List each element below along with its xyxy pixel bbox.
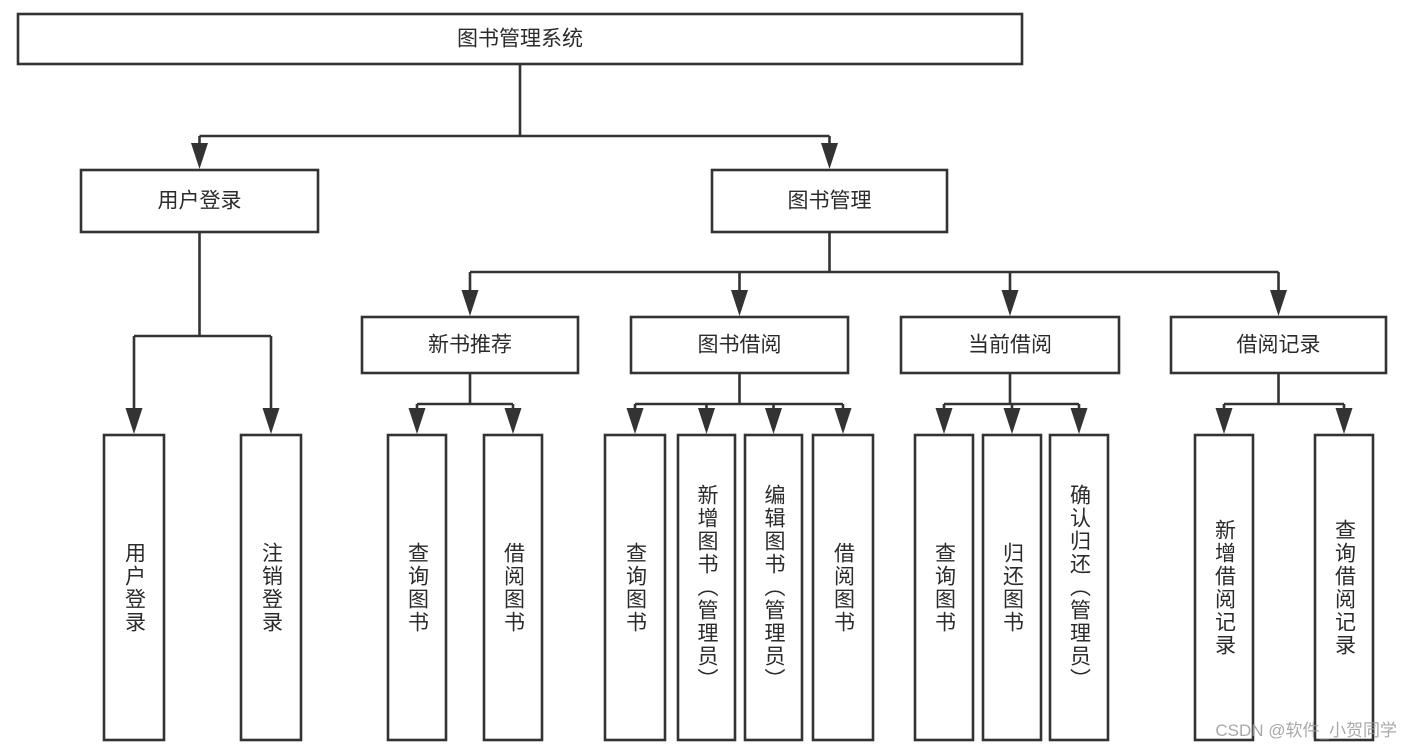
node-box-user-login[interactable] xyxy=(79,168,320,234)
node-label-leaf-query-book-1: 查询图书 xyxy=(405,541,429,634)
node-cell-leaf-add-book[interactable]: 新增图书（管理员） xyxy=(678,435,735,740)
node-label-leaf-add-book: 新增图书（管理员） xyxy=(695,484,718,691)
connector-group-book-manage xyxy=(461,232,1287,316)
node-label-leaf-borrow-book-1: 借阅图书 xyxy=(501,541,525,634)
connector-group-current-borrow xyxy=(935,373,1088,434)
node-box-root[interactable] xyxy=(16,12,1024,66)
node-box-layer xyxy=(16,12,1388,742)
connector-group-new-book-rec xyxy=(408,373,522,434)
node-box-leaf-confirm-return[interactable] xyxy=(1048,433,1110,742)
node-label-new-book-rec: 新书推荐 xyxy=(428,334,512,357)
node-box-leaf-user-login[interactable] xyxy=(102,433,166,742)
node-cell-leaf-borrow-book-2[interactable]: 借阅图书 xyxy=(813,435,873,740)
node-cell-leaf-user-login[interactable]: 用户登录 xyxy=(104,435,164,740)
connector-layer xyxy=(125,64,1353,434)
node-label-borrow-record: 借阅记录 xyxy=(1237,334,1321,357)
node-cell-leaf-query-book-1[interactable]: 查询图书 xyxy=(388,435,446,740)
node-cell-leaf-return-book[interactable]: 归还图书 xyxy=(983,435,1041,740)
node-box-current-borrow[interactable] xyxy=(899,315,1121,375)
node-label-user-login: 用户登录 xyxy=(158,190,242,213)
csdn-watermark: CSDN @软件_小贺同学 xyxy=(1215,721,1397,740)
node-label-leaf-user-logout: 注销登录 xyxy=(259,541,283,634)
node-box-leaf-user-logout[interactable] xyxy=(239,433,303,742)
node-label-leaf-borrow-book-2: 借阅图书 xyxy=(831,541,855,634)
node-label-leaf-edit-book: 编辑图书（管理员） xyxy=(762,484,785,691)
node-box-borrow-record[interactable] xyxy=(1169,315,1388,375)
node-label-leaf-add-record: 新增借阅记录 xyxy=(1212,518,1236,657)
node-label-leaf-query-record: 查询借阅记录 xyxy=(1332,518,1356,657)
node-cell-leaf-add-record[interactable]: 新增借阅记录 xyxy=(1195,435,1253,740)
node-label-root: 图书管理系统 xyxy=(457,28,583,51)
node-box-leaf-query-record[interactable] xyxy=(1313,433,1375,742)
connector-group-borrow-record xyxy=(1215,373,1353,434)
node-cell-leaf-user-logout[interactable]: 注销登录 xyxy=(241,435,301,740)
node-label-leaf-query-book-2: 查询图书 xyxy=(623,541,647,634)
node-label-book-manage: 图书管理 xyxy=(788,190,872,213)
node-label-leaf-query-book-3: 查询图书 xyxy=(932,541,956,634)
node-cell-leaf-query-book-3[interactable]: 查询图书 xyxy=(915,435,973,740)
node-cell-leaf-borrow-book-1[interactable]: 借阅图书 xyxy=(484,435,542,740)
node-label-leaf-return-book: 归还图书 xyxy=(1000,541,1024,634)
node-box-leaf-borrow-book-2[interactable] xyxy=(811,433,875,742)
connector-group-book-borrow xyxy=(626,373,852,434)
node-box-leaf-query-book-1[interactable] xyxy=(386,433,448,742)
node-label-book-borrow: 图书借阅 xyxy=(698,334,782,357)
node-cell-leaf-edit-book[interactable]: 编辑图书（管理员） xyxy=(745,435,802,740)
node-box-leaf-edit-book[interactable] xyxy=(743,433,804,742)
node-box-leaf-borrow-book-1[interactable] xyxy=(482,433,544,742)
node-box-leaf-add-record[interactable] xyxy=(1193,433,1255,742)
node-label-current-borrow: 当前借阅 xyxy=(968,334,1052,357)
node-box-new-book-rec[interactable] xyxy=(360,315,580,375)
node-label-leaf-user-login: 用户登录 xyxy=(122,541,146,634)
node-box-leaf-query-book-3[interactable] xyxy=(913,433,975,742)
node-label-leaf-confirm-return: 确认归还（管理员） xyxy=(1067,484,1091,691)
node-box-book-manage[interactable] xyxy=(710,168,949,234)
connector-group-root xyxy=(191,64,838,169)
node-cell-leaf-query-record[interactable]: 查询借阅记录 xyxy=(1315,435,1373,740)
node-box-leaf-return-book[interactable] xyxy=(981,433,1043,742)
connector-group-user-login xyxy=(125,232,280,434)
node-box-leaf-query-book-2[interactable] xyxy=(603,433,667,742)
node-box-book-borrow[interactable] xyxy=(629,315,850,375)
node-cell-leaf-query-book-2[interactable]: 查询图书 xyxy=(605,435,665,740)
node-box-leaf-add-book[interactable] xyxy=(676,433,737,742)
node-cell-leaf-confirm-return[interactable]: 确认归还（管理员） xyxy=(1050,435,1108,740)
